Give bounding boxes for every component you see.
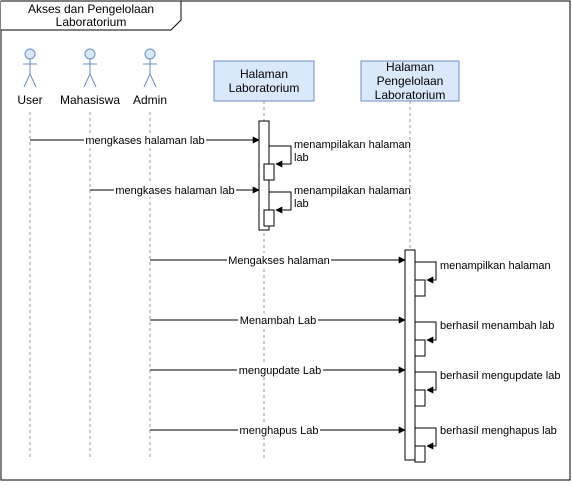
actor-admin-label: Admin	[133, 93, 167, 107]
halaman-pengelolaan-line3: Laboratorium	[375, 88, 446, 102]
halaman-lab-line2: Laboratorium	[229, 81, 300, 95]
message-1: mengkases halaman lab	[30, 133, 260, 147]
activation-halaman-pengelolaan	[404, 249, 416, 461]
self-message-1-line2: lab	[294, 152, 309, 164]
message-3-label: Mengakses halaman	[228, 255, 330, 267]
actor-user-head-icon	[24, 48, 36, 60]
message-2: mengkases halaman lab	[90, 183, 260, 197]
self-message-2-line1: menampilakan halaman	[294, 185, 411, 197]
actor-user-label: User	[17, 93, 42, 107]
self-message-2-line2: lab	[294, 198, 309, 210]
halaman-pengelolaan-line2: Pengelolaan	[377, 74, 444, 88]
message-4: Menambah Lab	[150, 313, 406, 327]
message-5: mengupdate Lab	[150, 363, 406, 377]
self-message-6-label: berhasil menghapus lab	[440, 425, 557, 437]
self-message-1: menampilakan halaman lab	[269, 139, 411, 168]
frame-title-line2: Laboratorium	[56, 15, 127, 29]
actor-user: User	[17, 48, 43, 107]
halaman-pengelolaan-line1: Halaman	[386, 60, 434, 74]
frame-title-line1: Akses dan Pengelolaan	[28, 2, 154, 16]
self-message-5-label: berhasil mengupdate lab	[440, 370, 560, 382]
actor-admin-head-icon	[144, 48, 156, 60]
message-2-label: mengkases halaman lab	[115, 185, 234, 197]
message-4-label: Menambah Lab	[240, 315, 316, 327]
lifeline-head-halaman-pengelolaan: Halaman Pengelolaan Laboratorium	[360, 60, 460, 102]
frame-label-box	[1, 0, 182, 31]
message-5-label: mengupdate Lab	[239, 365, 322, 377]
actor-mahasiswa-head-icon	[84, 48, 96, 60]
message-3: Mengakses halaman	[150, 253, 406, 267]
actor-admin: Admin	[133, 48, 167, 107]
message-6-label: menghapus Lab	[240, 425, 319, 437]
self-message-4-label: berhasil menambah lab	[440, 320, 554, 332]
halaman-lab-line1: Halaman	[240, 67, 288, 81]
self-message-1-line1: menampilakan halaman	[294, 139, 411, 151]
self-message-4: berhasil menambah lab	[415, 320, 554, 344]
lifeline-head-halaman-lab: Halaman Laboratorium	[213, 60, 315, 102]
actor-mahasiswa-label: Mahasiswa	[60, 93, 120, 107]
self-message-5: berhasil mengupdate lab	[415, 370, 560, 394]
message-6: menghapus Lab	[150, 423, 406, 437]
self-message-6: berhasil menghapus lab	[415, 425, 557, 450]
self-message-3-label: menampilkan halaman	[440, 260, 551, 272]
self-message-3: menampilkan halaman	[415, 260, 551, 284]
actor-mahasiswa: Mahasiswa	[60, 48, 120, 107]
message-1-label: mengkases halaman lab	[85, 135, 204, 147]
self-message-2: menampilakan halaman lab	[269, 185, 411, 214]
